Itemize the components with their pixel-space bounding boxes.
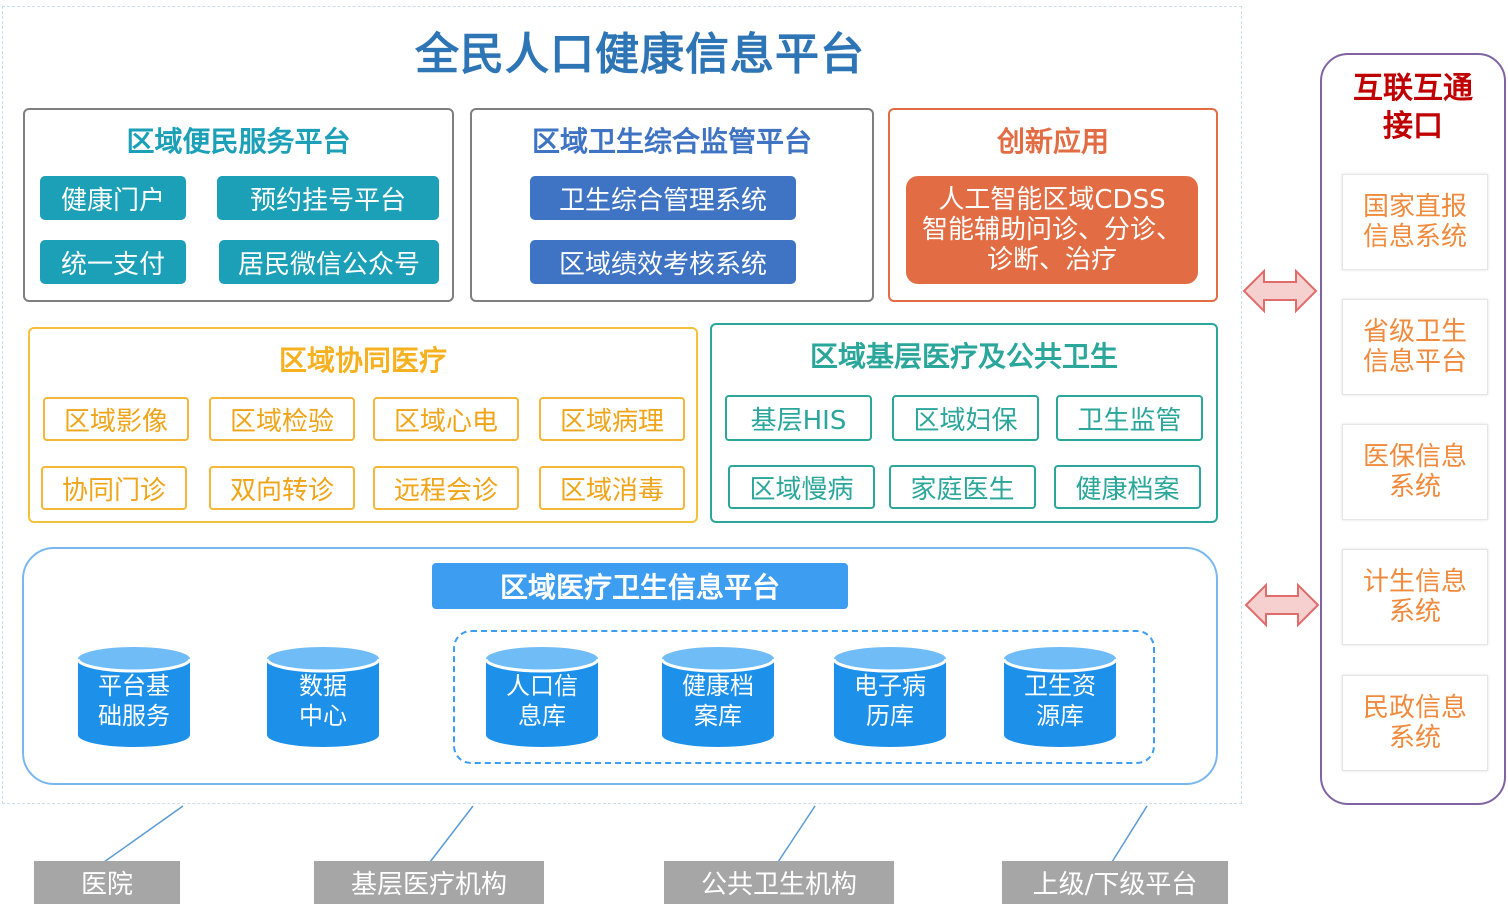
regional-lab-item[interactable]: 区域检验: [209, 397, 355, 441]
hospital-box[interactable]: 医院: [34, 861, 180, 904]
data-center-line-2: 中心: [299, 702, 347, 730]
innovation-title: 创新应用: [996, 125, 1109, 158]
supervision-title: 区域卫生综合监管平台: [531, 125, 812, 158]
regional-ecg-item[interactable]: 区域心电: [373, 397, 519, 441]
emr-line-2: 历库: [866, 702, 914, 730]
civil-affairs-line-2: 系统: [1388, 723, 1441, 753]
database-icon: [78, 647, 190, 747]
page-title: 全民人口健康信息平台: [415, 29, 865, 80]
regional-platform-title: 区域医疗卫生信息平台: [432, 563, 848, 609]
primary-his-item[interactable]: 基层HIS: [725, 395, 872, 441]
medical-insurance-line-2: 系统: [1388, 472, 1441, 502]
platform-base-service-line-2: 础服务: [98, 702, 170, 730]
family-planning-line-2: 系统: [1388, 597, 1441, 627]
maternal-care-item[interactable]: 区域妇保: [892, 395, 1039, 441]
health-record-db[interactable]: 健康档 案库: [662, 647, 774, 747]
wechat-account-item[interactable]: 居民微信公众号: [219, 240, 439, 284]
platform-base-service-line-1: 平台基: [98, 672, 170, 700]
provincial-platform-line-1: 省级卫生: [1362, 317, 1467, 347]
main-platform-container: [2, 6, 1242, 804]
innovation-panel: 创新应用 人工智能区域CDSS 智能辅助问诊、分诊、 诊断、治疗: [888, 108, 1218, 302]
appointment-platform-item[interactable]: 预约挂号平台: [217, 176, 439, 220]
health-record-line-2: 案库: [694, 702, 742, 730]
database-icon: [267, 647, 379, 747]
family-planning-system-item[interactable]: 计生信息 系统: [1342, 549, 1488, 645]
health-resource-line-2: 源库: [1036, 702, 1084, 730]
remote-consultation-item[interactable]: 远程会诊: [373, 466, 519, 510]
performance-assessment-item[interactable]: 区域绩效考核系统: [530, 240, 796, 284]
medical-insurance-system-item[interactable]: 医保信息 系统: [1342, 424, 1488, 520]
bidirectional-arrow-icon: [1242, 268, 1318, 314]
family-planning-line-1: 计生信息: [1362, 567, 1467, 597]
primary-care-panel: 区域基层医疗及公共卫生 基层HIS 区域妇保 卫生监管 区域慢病 家庭医生 健康…: [710, 323, 1218, 523]
superior-subordinate-platform-box[interactable]: 上级/下级平台: [1002, 861, 1228, 904]
interop-title: 互联互通 接口: [1320, 70, 1506, 146]
convenience-service-panel: 区域便民服务平台 健康门户 预约挂号平台 统一支付 居民微信公众号: [23, 108, 454, 302]
family-doctor-item[interactable]: 家庭医生: [889, 465, 1036, 509]
ai-cdss-line-3: 诊断、治疗: [986, 245, 1117, 275]
unified-payment-item[interactable]: 统一支付: [40, 240, 186, 284]
chronic-disease-item[interactable]: 区域慢病: [728, 465, 875, 509]
primary-institution-box[interactable]: 基层医疗机构: [314, 861, 544, 904]
provincial-platform-line-2: 信息平台: [1362, 347, 1467, 377]
interop-title-line-1: 互联互通: [1353, 71, 1473, 106]
health-resource-line-1: 卫生资: [1024, 672, 1096, 700]
health-records-item[interactable]: 健康档案: [1054, 465, 1201, 509]
connector-line: [429, 805, 474, 863]
platform-base-service-db[interactable]: 平台基 础服务: [78, 647, 190, 747]
bidirectional-arrow-icon: [1244, 582, 1320, 628]
population-info-line-1: 人口信: [506, 672, 578, 700]
supervision-panel: 区域卫生综合监管平台 卫生综合管理系统 区域绩效考核系统: [470, 108, 874, 302]
ai-cdss-line-2: 智能辅助问诊、分诊、: [921, 215, 1182, 245]
regional-disinfection-item[interactable]: 区域消毒: [539, 466, 685, 510]
ai-cdss-item[interactable]: 人工智能区域CDSS 智能辅助问诊、分诊、 诊断、治疗: [906, 176, 1198, 284]
database-icon: [834, 647, 946, 747]
regional-pathology-item[interactable]: 区域病理: [539, 397, 685, 441]
health-record-line-1: 健康档: [682, 672, 754, 700]
health-portal-item[interactable]: 健康门户: [40, 176, 186, 220]
regional-imaging-item[interactable]: 区域影像: [43, 397, 189, 441]
civil-affairs-line-1: 民政信息: [1362, 693, 1467, 723]
medical-insurance-line-1: 医保信息: [1362, 442, 1467, 472]
two-way-referral-item[interactable]: 双向转诊: [209, 466, 355, 510]
national-report-line-1: 国家直报: [1362, 192, 1467, 222]
health-supervision-item[interactable]: 卫生监管: [1056, 395, 1203, 441]
collab-care-title: 区域协同医疗: [278, 344, 447, 377]
population-info-line-2: 息库: [518, 702, 566, 730]
public-health-institution-box[interactable]: 公共卫生机构: [664, 861, 894, 904]
collab-outpatient-item[interactable]: 协同门诊: [41, 466, 187, 510]
population-info-db[interactable]: 人口信 息库: [486, 647, 598, 747]
emr-db[interactable]: 电子病 历库: [834, 647, 946, 747]
ai-cdss-line-1: 人工智能区域CDSS: [938, 185, 1166, 215]
national-report-line-2: 信息系统: [1362, 222, 1467, 252]
primary-care-title: 区域基层医疗及公共卫生: [809, 340, 1118, 373]
database-icon: [662, 647, 774, 747]
health-management-system-item[interactable]: 卫生综合管理系统: [530, 176, 796, 220]
convenience-service-title: 区域便民服务平台: [126, 125, 351, 158]
interop-title-line-2: 接口: [1383, 109, 1443, 144]
health-resource-db[interactable]: 卫生资 源库: [1004, 647, 1116, 747]
database-icon: [1004, 647, 1116, 747]
data-center-db[interactable]: 数据 中心: [267, 647, 379, 747]
database-group: [453, 630, 1155, 764]
collab-care-panel: 区域协同医疗 区域影像 区域检验 区域心电 区域病理 协同门诊 双向转诊 远程会…: [28, 327, 698, 523]
provincial-platform-item[interactable]: 省级卫生 信息平台: [1342, 299, 1488, 395]
data-center-line-1: 数据: [299, 672, 347, 700]
database-icon: [486, 647, 598, 747]
national-report-system-item[interactable]: 国家直报 信息系统: [1342, 174, 1488, 270]
civil-affairs-system-item[interactable]: 民政信息 系统: [1342, 675, 1488, 771]
connector-line: [777, 805, 816, 863]
emr-line-1: 电子病: [854, 672, 926, 700]
connector-line: [103, 805, 184, 863]
connector-line: [1111, 805, 1148, 863]
